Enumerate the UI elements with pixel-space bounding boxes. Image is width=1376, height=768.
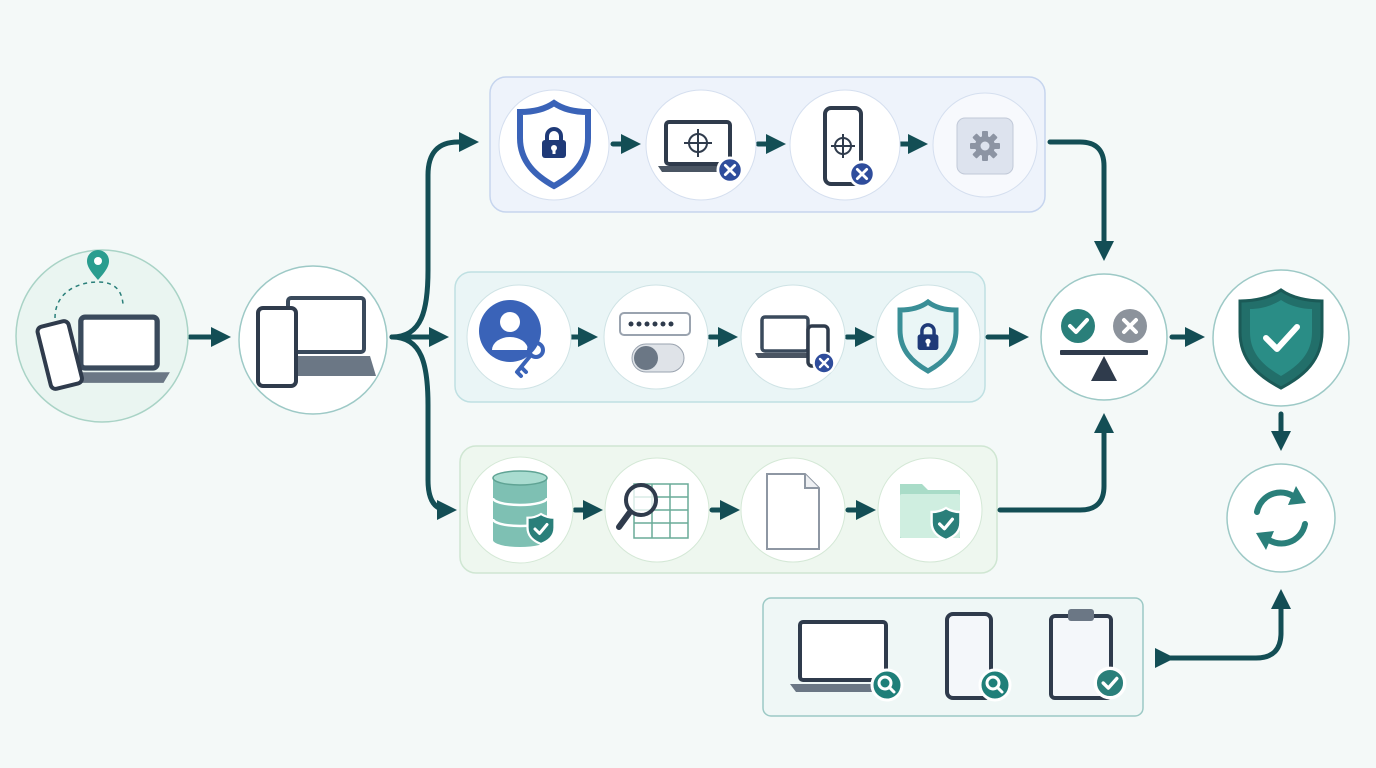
device-access-blocked-icon: [755, 315, 836, 375]
data-control-4: [877, 457, 983, 563]
sync-node: [1226, 463, 1336, 573]
connectors: [187, 132, 1291, 668]
arrow-data-controls-to-decision: [997, 413, 1114, 513]
devices-with-location-pin-icon: [34, 250, 169, 392]
managed-devices-node: [238, 265, 388, 415]
clipboard-check-icon: [1049, 609, 1127, 700]
arrow-audit-sync-loop: [1154, 589, 1291, 668]
laptop-inspect-icon: [790, 620, 904, 702]
approve-deny-balance-icon: [1060, 309, 1148, 381]
folder-shield-icon: [900, 484, 962, 542]
access-control-1: [466, 284, 572, 390]
branch-to-data-controls: [389, 334, 457, 520]
branch-to-device-controls: [389, 132, 479, 340]
shield-check-icon: [1238, 288, 1324, 390]
audit-item-3: [1049, 609, 1127, 700]
phone-and-monitor-icon: [256, 296, 376, 388]
access-control-4: [875, 284, 981, 390]
device-control-3: [789, 89, 901, 201]
arrow-device-controls-to-decision: [1047, 139, 1114, 261]
password-toggle-icon: [619, 312, 691, 373]
phone-inspect-icon: [945, 612, 1012, 702]
audit-item-2: [945, 612, 1012, 702]
phone-locate-blocked-icon: [823, 106, 876, 188]
user-key-icon: [479, 300, 545, 378]
data-control-2: [604, 457, 710, 563]
device-control-4: [932, 92, 1038, 198]
shield-lock-icon: [517, 99, 591, 190]
access-control-3: [740, 284, 846, 390]
shield-lock-icon: [897, 298, 959, 374]
data-search-icon: [616, 483, 689, 539]
data-control-1: [466, 456, 574, 564]
device-control-2: [645, 89, 757, 201]
data-control-3: [740, 457, 846, 563]
document-icon: [766, 473, 820, 550]
laptop-locate-blocked-icon: [658, 120, 744, 184]
source-node: [15, 249, 189, 423]
settings-gear-icon: [956, 117, 1014, 175]
access-control-2: [603, 284, 709, 390]
secured-node: [1212, 269, 1350, 407]
decision-node: [1040, 273, 1168, 401]
audit-item-1: [790, 620, 904, 702]
database-shield-icon: [491, 470, 556, 547]
device-control-1: [498, 89, 610, 201]
